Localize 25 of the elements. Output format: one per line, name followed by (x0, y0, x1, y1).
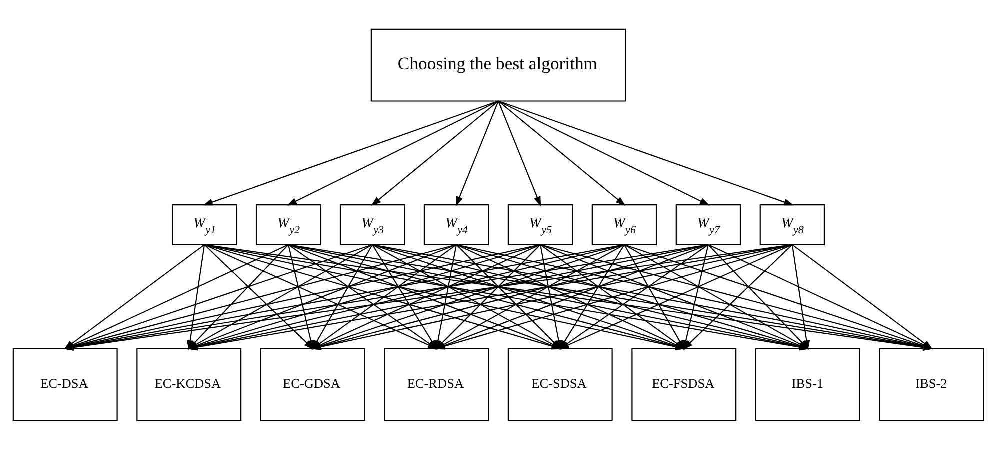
arrow (456, 101, 500, 207)
node-box: Choosing the best algorithm (370, 28, 626, 102)
node-box: W$_{y3}$ (340, 204, 406, 246)
arrow (498, 101, 542, 207)
arrow (287, 100, 499, 206)
arrow (371, 100, 499, 206)
arrow (498, 100, 710, 206)
node-box: EC-KCDSA (136, 348, 242, 422)
node-box: W$_{y1}$ (172, 204, 238, 246)
arrow (203, 100, 499, 206)
arrow (498, 100, 794, 206)
node-box: EC-RDSA (384, 348, 490, 422)
node-box: W$_{y8}$ (760, 204, 826, 246)
node-box: EC-FSDSA (632, 348, 737, 422)
node-box: EC-GDSA (260, 348, 366, 422)
node-box: W$_{y5}$ (508, 204, 574, 246)
node-box: W$_{y7}$ (676, 204, 742, 246)
node-box: EC-SDSA (508, 348, 613, 422)
node-box: W$_{y2}$ (256, 204, 322, 246)
node-box: W$_{y6}$ (592, 204, 658, 246)
node-box: IBS-2 (879, 348, 984, 422)
node-box: EC-DSA (12, 348, 118, 422)
node-box: W$_{y4}$ (424, 204, 490, 246)
arrow (498, 100, 626, 206)
node-box: IBS-1 (755, 348, 860, 422)
